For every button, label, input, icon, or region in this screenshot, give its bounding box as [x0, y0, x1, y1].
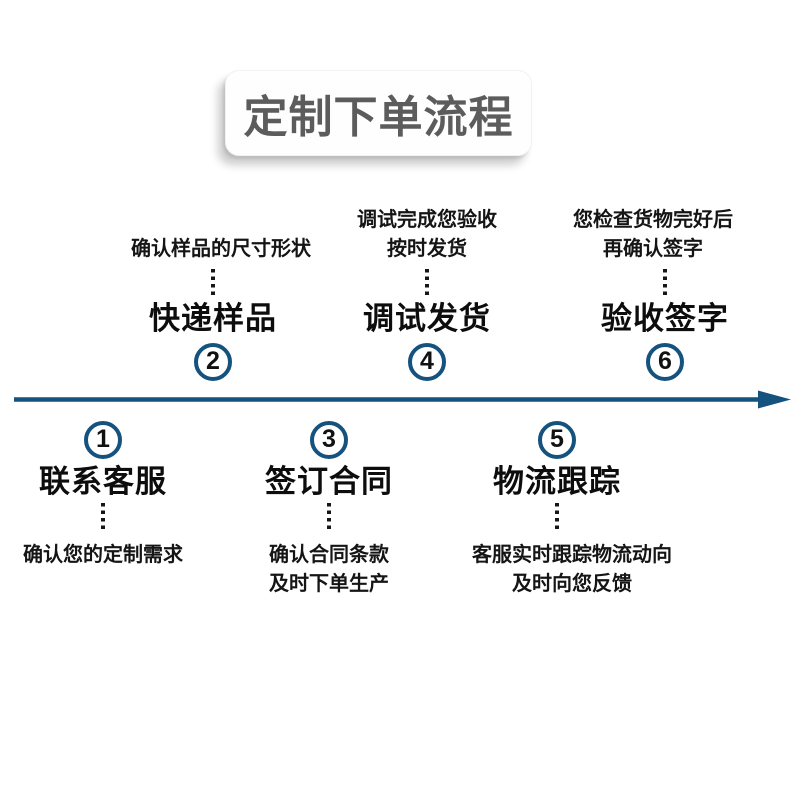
step-4-description: 调试完成您验收 按时发货	[357, 206, 497, 264]
step-6-number-badge: 6	[646, 343, 684, 381]
step-column-1: 1 联系客服 确认您的定制需求	[23, 421, 183, 570]
arrowhead-icon	[758, 390, 791, 409]
step-1-title: 联系客服	[39, 464, 167, 499]
step-column-6: 您检查货物完好后 再确认签字 验收签字 6	[573, 206, 745, 381]
dotted-connector	[555, 503, 559, 533]
step-6-desc-line: 您检查货物完好后	[573, 209, 733, 231]
step-1-desc-line: 确认您的定制需求	[23, 544, 183, 566]
step-2-description: 确认样品的尺寸形状	[131, 235, 311, 264]
step-5-desc-line: 及时向您反馈	[512, 573, 632, 595]
step-6-desc-line: 再确认签字	[603, 238, 703, 260]
dotted-connector	[327, 503, 331, 533]
step-column-3: 3 签订合同 确认合同条款 及时下单生产	[265, 421, 393, 599]
page-title: 定制下单流程	[243, 93, 514, 142]
dotted-connector	[663, 269, 667, 299]
step-1-number: 1	[96, 424, 110, 453]
step-4-desc-line: 调试完成您验收	[357, 209, 497, 231]
step-1-description: 确认您的定制需求	[23, 541, 183, 570]
step-3-number: 3	[322, 424, 336, 453]
step-5-desc-line: 客服实时跟踪物流动向	[472, 544, 672, 566]
step-column-5: 5 物流跟踪 客服实时跟踪物流动向 及时向您反馈	[457, 421, 672, 599]
step-2-number: 2	[206, 346, 220, 375]
step-column-4: 调试完成您验收 按时发货 调试发货 4	[357, 206, 497, 381]
step-2-title: 快递样品	[149, 301, 277, 336]
step-6-title: 验收签字	[601, 301, 729, 336]
dotted-connector	[425, 269, 429, 299]
step-4-title: 调试发货	[363, 301, 491, 336]
step-3-desc-line: 及时下单生产	[269, 573, 389, 595]
step-3-title: 签订合同	[265, 464, 393, 499]
step-3-description: 确认合同条款 及时下单生产	[269, 541, 389, 599]
step-5-number-badge: 5	[538, 421, 576, 459]
step-3-number-badge: 3	[310, 421, 348, 459]
step-1-number-badge: 1	[84, 421, 122, 459]
step-2-number-badge: 2	[194, 343, 232, 381]
timeline-arrow	[14, 390, 791, 409]
step-2-desc-line: 确认样品的尺寸形状	[131, 238, 311, 260]
step-4-desc-line: 按时发货	[387, 238, 467, 260]
step-6-description: 您检查货物完好后 再确认签字	[573, 206, 733, 264]
title-banner: 定制下单流程	[225, 70, 532, 156]
step-column-2: 确认样品的尺寸形状 快递样品 2	[123, 235, 311, 381]
dotted-connector	[101, 503, 105, 533]
step-3-desc-line: 确认合同条款	[269, 544, 389, 566]
step-5-description: 客服实时跟踪物流动向 及时向您反馈	[472, 541, 672, 599]
step-6-number: 6	[658, 346, 672, 375]
dotted-connector	[211, 269, 215, 299]
step-5-number: 5	[550, 424, 564, 453]
step-4-number: 4	[420, 346, 434, 375]
step-5-title: 物流跟踪	[493, 464, 621, 499]
step-4-number-badge: 4	[408, 343, 446, 381]
